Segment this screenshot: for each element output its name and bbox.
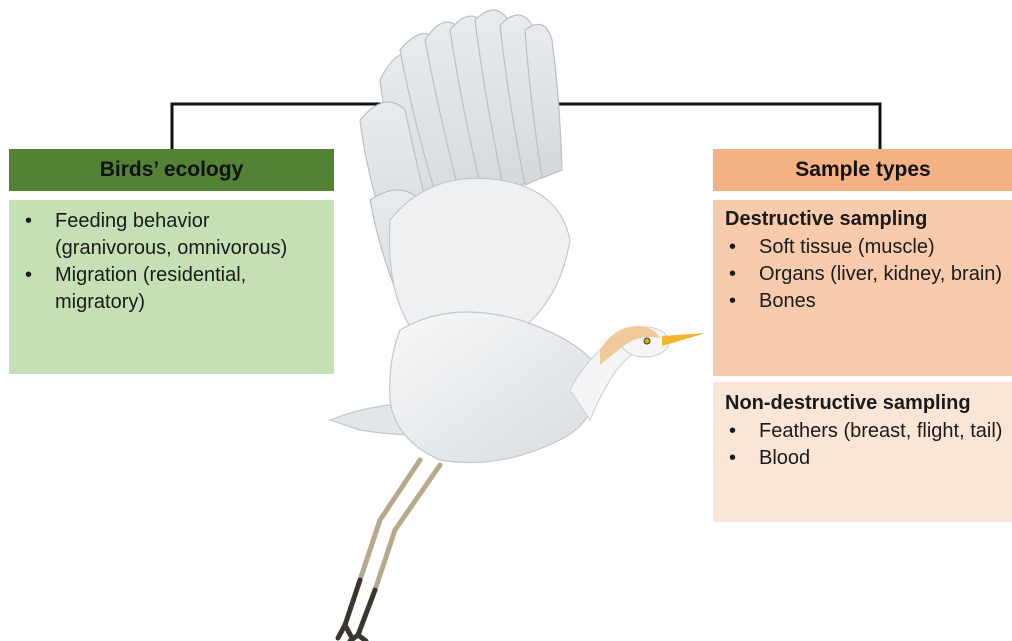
non-destructive-list: •Feathers (breast, flight, tail) •Blood <box>725 418 1009 472</box>
soft-tissue-item: Soft tissue (muscle) <box>759 236 935 258</box>
list-item: •Soft tissue (muscle) <box>725 234 1005 261</box>
bird-beak <box>662 333 706 346</box>
bird-body <box>390 312 600 463</box>
destructive-list: •Soft tissue (muscle) •Organs (liver, ki… <box>725 234 1005 315</box>
list-item: •Feathers (breast, flight, tail) <box>725 418 1009 445</box>
list-item: •Organs (liver, kidney, brain) <box>725 261 1005 288</box>
cattle-egret-image <box>300 0 720 641</box>
non-destructive-sampling-box: Non-destructive sampling •Feathers (brea… <box>713 382 1012 522</box>
destructive-sampling-box: Destructive sampling •Soft tissue (muscl… <box>713 200 1012 376</box>
non-destructive-sampling-title: Non-destructive sampling <box>725 390 1009 416</box>
blood-item: Blood <box>759 447 810 469</box>
bones-item: Bones <box>759 290 816 312</box>
list-item: •Migration (residential, migratory) <box>21 262 324 316</box>
organs-item: Organs (liver, kidney, brain) <box>759 263 1002 285</box>
bird-eye <box>644 338 650 344</box>
birds-ecology-header: Birds’ ecology <box>9 149 334 191</box>
sample-types-header: Sample types <box>713 149 1012 191</box>
bird-legs <box>338 460 440 641</box>
list-item: •Bones <box>725 288 1005 315</box>
migration-item: Migration (residential, migratory) <box>55 264 246 313</box>
list-item: •Blood <box>725 445 1009 472</box>
ecology-list: •Feeding behavior (granivorous, omnivoro… <box>21 208 324 316</box>
feathers-item: Feathers (breast, flight, tail) <box>759 420 1002 442</box>
birds-ecology-box: •Feeding behavior (granivorous, omnivoro… <box>9 200 334 374</box>
feeding-behavior-item: Feeding behavior (granivorous, omnivorou… <box>55 210 287 259</box>
list-item: •Feeding behavior (granivorous, omnivoro… <box>21 208 324 262</box>
destructive-sampling-title: Destructive sampling <box>725 206 1005 232</box>
